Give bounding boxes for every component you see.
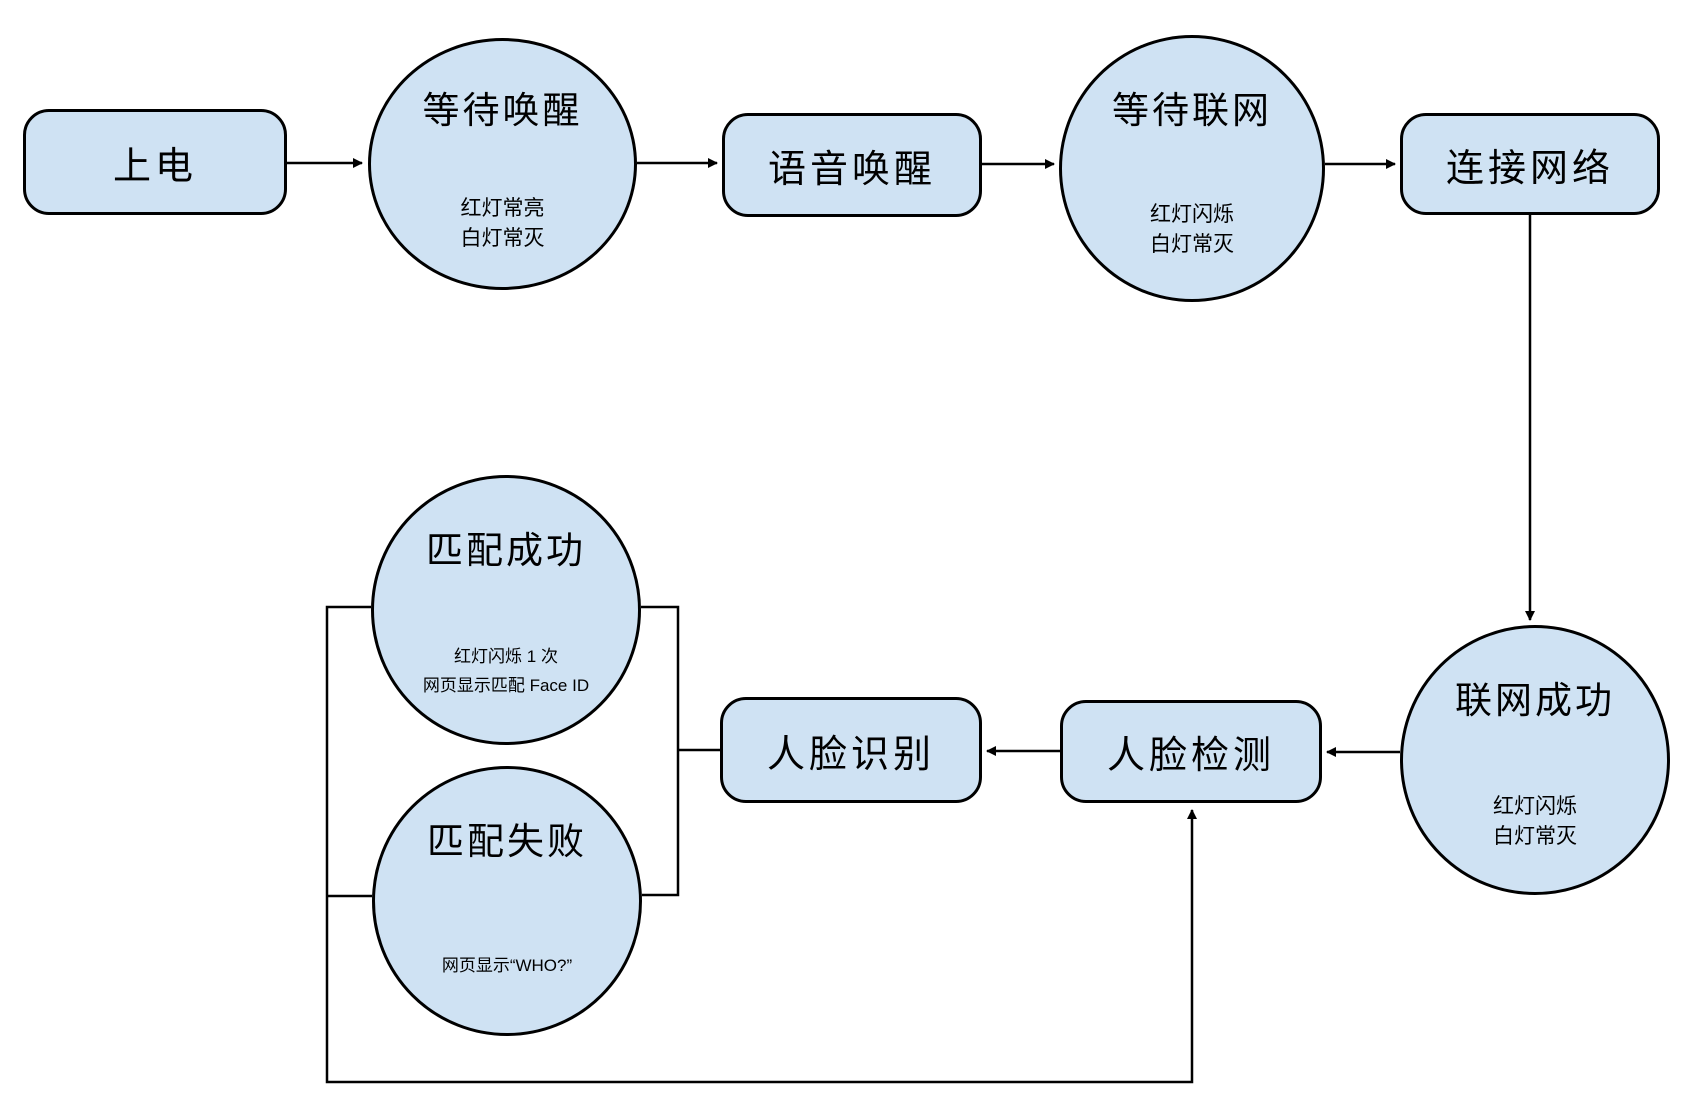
node-power-on-label: 上电 [112,145,197,188]
node-wait-wake-title: 等待唤醒 [422,90,583,132]
node-match-success-title: 匹配成功 [426,530,586,572]
node-match-fail-title: 匹配失败 [427,821,587,863]
node-wait-network-status: 红灯闪烁 白灯常灭 [1062,200,1322,261]
node-wait-wake: 等待唤醒 红灯常亮 白灯常灭 [368,38,637,290]
status-line: 白灯常灭 [1493,825,1577,849]
status-line: 红灯闪烁 1 次 [454,646,558,666]
node-network-success-status: 红灯闪烁 白灯常灭 [1403,792,1667,853]
connector-matchsuccess-loop-to-facedetect [325,605,1197,1084]
node-face-recognize-label: 人脸识别 [766,733,935,776]
status-line: 网页显示匹配 Face ID [422,676,590,696]
node-voice-wake: 语音唤醒 [722,113,982,217]
node-network-success: 联网成功 红灯闪烁 白灯常灭 [1400,625,1670,895]
node-power-on: 上电 [23,109,287,215]
status-line: 白灯常灭 [460,226,545,250]
node-face-recognize: 人脸识别 [720,697,982,803]
node-match-fail-status: 网页显示“WHO?” [375,951,639,981]
status-line: 红灯常亮 [460,196,545,220]
status-line: 红灯闪烁 [1150,202,1234,226]
node-connect-network: 连接网络 [1400,113,1660,215]
node-wait-network: 等待联网 红灯闪烁 白灯常灭 [1059,35,1325,302]
status-line: 白灯常灭 [1150,233,1234,257]
node-face-detect: 人脸检测 [1060,700,1322,803]
status-line: 红灯闪烁 [1493,794,1577,818]
node-match-success-status: 红灯闪烁 1 次 网页显示匹配 Face ID [374,642,638,702]
connector-facerecognize-branch-bracket [641,605,680,897]
node-voice-wake-label: 语音唤醒 [767,148,936,191]
node-match-success: 匹配成功 红灯闪烁 1 次 网页显示匹配 Face ID [371,475,641,745]
status-line: 网页显示“WHO?” [441,956,573,976]
node-wait-wake-status: 红灯常亮 白灯常灭 [371,194,634,255]
node-face-detect-label: 人脸检测 [1106,735,1275,777]
node-wait-network-title: 等待联网 [1112,89,1272,131]
node-connect-network-label: 连接网络 [1445,147,1614,190]
node-match-fail: 匹配失败 网页显示“WHO?” [372,766,642,1036]
node-network-success-title: 联网成功 [1455,680,1615,722]
